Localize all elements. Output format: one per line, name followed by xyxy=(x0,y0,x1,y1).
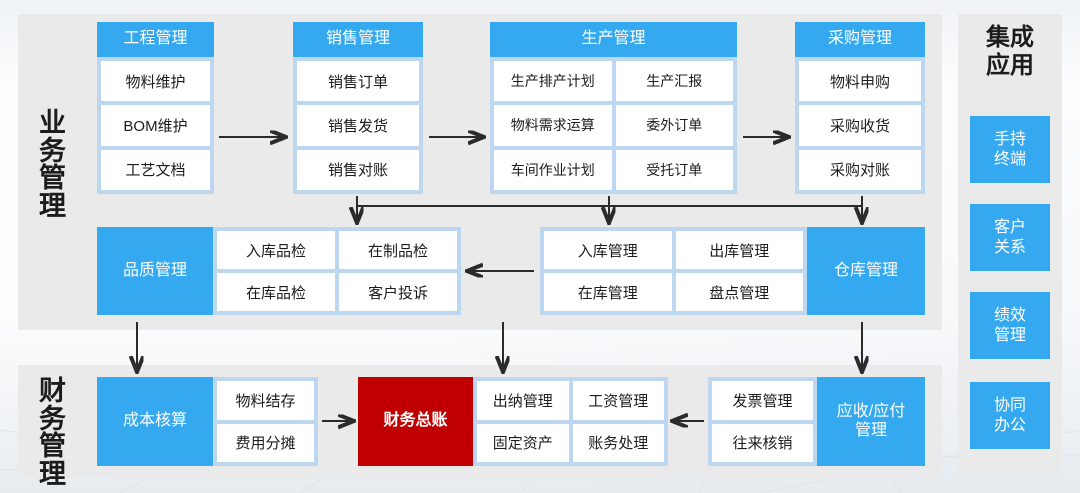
cell-purchase-reconciliation[interactable]: 采购对账 xyxy=(799,149,921,190)
cell-workshop-operation-plan[interactable]: 车间作业计划 xyxy=(494,149,612,190)
cell-stock-inspection[interactable]: 在库品检 xyxy=(217,273,335,311)
cell-customer-complaint[interactable]: 客户投诉 xyxy=(339,273,457,311)
cell-sales-order[interactable]: 销售订单 xyxy=(297,61,419,102)
integration-section-title: 集成 应用 xyxy=(986,24,1034,80)
module-cost-accounting[interactable]: 成本核算 物料结存 费用分摊 xyxy=(97,377,318,466)
module-cost-accounting-header: 成本核算 xyxy=(97,377,213,466)
module-purchasing-header: 采购管理 xyxy=(795,22,925,57)
module-quality-management[interactable]: 品质管理 入库品检 在制品检 在库品检 客户投诉 xyxy=(97,227,461,315)
cell-material-requirement-calc[interactable]: 物料需求运算 xyxy=(494,105,612,146)
module-purchasing-management[interactable]: 采购管理 物料申购 采购收货 采购对账 xyxy=(795,22,925,194)
integration-app-handheld-terminal[interactable]: 手持 终端 xyxy=(970,116,1050,183)
module-receivable-payable[interactable]: 发票管理 往来核销 应收/应付 管理 xyxy=(708,377,925,466)
cell-sales-delivery[interactable]: 销售发货 xyxy=(297,105,419,146)
business-title-char-3: 管 xyxy=(39,163,67,194)
module-engineering-header: 工程管理 xyxy=(97,22,214,57)
module-production-management[interactable]: 生产管理 生产排产计划 生产汇报 物料需求运算 委外订单 车间作业计划 受托订单 xyxy=(490,22,737,194)
finance-title-char-2: 务 xyxy=(39,403,67,434)
cell-inventory-count-management[interactable]: 盘点管理 xyxy=(675,273,803,311)
cell-settlement-writeoff[interactable]: 往来核销 xyxy=(712,423,813,462)
integration-app-customer-relations[interactable]: 客户 关系 xyxy=(970,204,1050,271)
module-receivable-payable-header: 应收/应付 管理 xyxy=(817,377,925,466)
finance-title-char-4: 理 xyxy=(39,458,67,489)
cell-production-report[interactable]: 生产汇报 xyxy=(615,61,733,102)
cell-material-requisition[interactable]: 物料申购 xyxy=(799,61,921,102)
cell-material-maintenance[interactable]: 物料维护 xyxy=(101,61,210,102)
module-warehouse-header: 仓库管理 xyxy=(807,227,925,315)
integration-app-collaborative-office[interactable]: 协同 办公 xyxy=(970,382,1050,449)
cell-process-document[interactable]: 工艺文档 xyxy=(101,149,210,190)
cell-inbound-management[interactable]: 入库管理 xyxy=(544,231,672,269)
cell-wip-inspection[interactable]: 在制品检 xyxy=(339,231,457,269)
cell-inbound-inspection[interactable]: 入库品检 xyxy=(217,231,335,269)
module-sales-management[interactable]: 销售管理 销售订单 销售发货 销售对账 xyxy=(293,22,423,194)
cell-outbound-management[interactable]: 出库管理 xyxy=(675,231,803,269)
cell-fixed-assets[interactable]: 固定资产 xyxy=(477,423,569,462)
module-quality-header: 品质管理 xyxy=(97,227,213,315)
cell-stock-management[interactable]: 在库管理 xyxy=(544,273,672,311)
module-production-header: 生产管理 xyxy=(490,22,737,57)
cell-bom-maintenance[interactable]: BOM维护 xyxy=(101,105,210,146)
cell-production-scheduling-plan[interactable]: 生产排产计划 xyxy=(494,61,612,102)
integration-app-performance-management[interactable]: 绩效 管理 xyxy=(970,292,1050,359)
business-title-char-4: 理 xyxy=(39,190,67,221)
business-section-title: 业 务 管 理 xyxy=(30,108,76,221)
finance-title-char-1: 财 xyxy=(39,376,67,406)
cell-material-balance[interactable]: 物料结存 xyxy=(217,381,314,420)
module-warehouse-management[interactable]: 入库管理 出库管理 在库管理 盘点管理 仓库管理 xyxy=(540,227,925,315)
finance-section-title: 财 务 管 理 xyxy=(30,376,76,489)
cell-expense-allocation[interactable]: 费用分摊 xyxy=(217,423,314,462)
cell-outsourcing-order[interactable]: 委外订单 xyxy=(615,105,733,146)
module-general-ledger[interactable]: 财务总账 出纳管理 工资管理 固定资产 账务处理 xyxy=(358,377,668,466)
cell-purchase-receipt[interactable]: 采购收货 xyxy=(799,105,921,146)
cell-accounting-processing[interactable]: 账务处理 xyxy=(572,423,664,462)
cell-payroll-management[interactable]: 工资管理 xyxy=(572,381,664,420)
business-title-char-1: 业 xyxy=(39,108,67,138)
cell-cashier-management[interactable]: 出纳管理 xyxy=(477,381,569,420)
cell-entrusted-order[interactable]: 受托订单 xyxy=(615,149,733,190)
cell-sales-reconciliation[interactable]: 销售对账 xyxy=(297,149,419,190)
finance-title-char-3: 管 xyxy=(39,431,67,462)
cell-invoice-management[interactable]: 发票管理 xyxy=(712,381,813,420)
module-sales-header: 销售管理 xyxy=(293,22,423,57)
business-title-char-2: 务 xyxy=(39,135,67,166)
module-general-ledger-header: 财务总账 xyxy=(358,377,473,466)
module-engineering-management[interactable]: 工程管理 物料维护 BOM维护 工艺文档 xyxy=(97,22,214,194)
